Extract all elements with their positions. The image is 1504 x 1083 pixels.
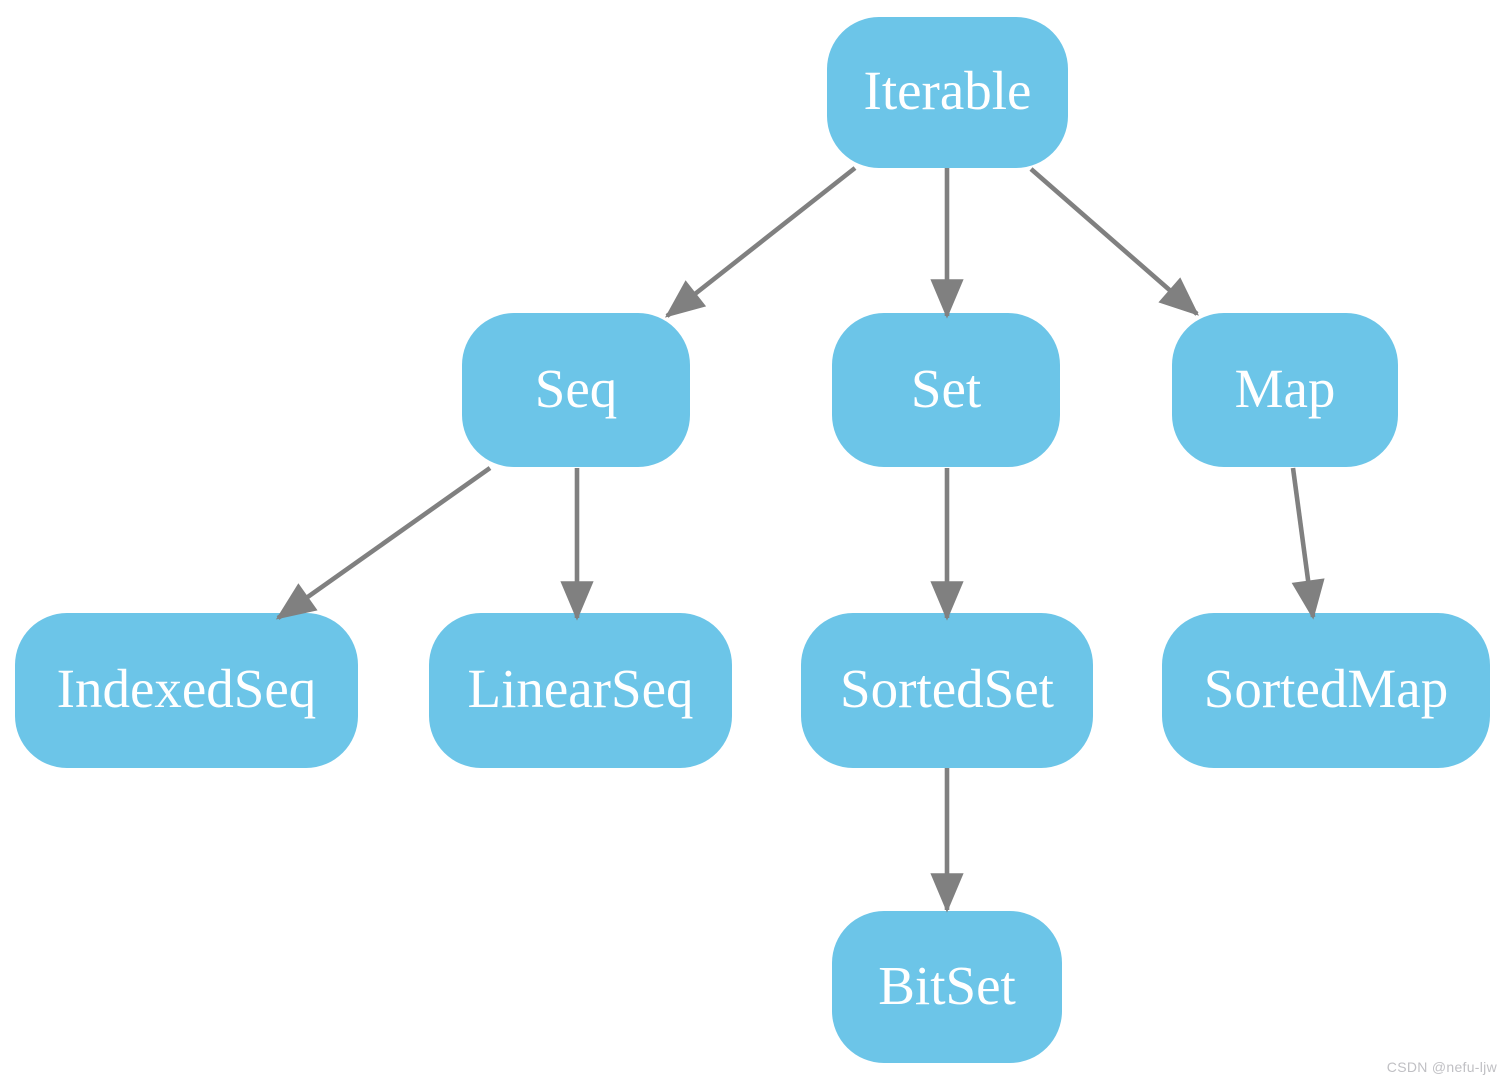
node-label: Map xyxy=(1234,357,1336,419)
node-label: Set xyxy=(910,357,982,419)
node-label: SortedSet xyxy=(840,658,1054,719)
node-label: LinearSeq xyxy=(467,658,694,719)
node-map: Map xyxy=(1172,313,1398,467)
node-linearseq: LinearSeq xyxy=(429,613,732,768)
node-sortedset: SortedSet xyxy=(801,613,1093,768)
node-indexedseq: IndexedSeq xyxy=(15,613,358,768)
node-label: BitSet xyxy=(878,954,1016,1016)
watermark: CSDN @nefu-ljw xyxy=(1386,1059,1497,1075)
node-iterable: Iterable xyxy=(827,17,1068,168)
node-label: IndexedSeq xyxy=(56,658,317,719)
node-label: SortedMap xyxy=(1203,658,1449,719)
node-label: Iterable xyxy=(863,60,1032,121)
node-set: Set xyxy=(832,313,1060,467)
node-seq: Seq xyxy=(462,313,690,467)
node-label: Seq xyxy=(534,357,618,419)
node-sortedmap: SortedMap xyxy=(1162,613,1490,768)
node-bitset: BitSet xyxy=(832,911,1062,1063)
